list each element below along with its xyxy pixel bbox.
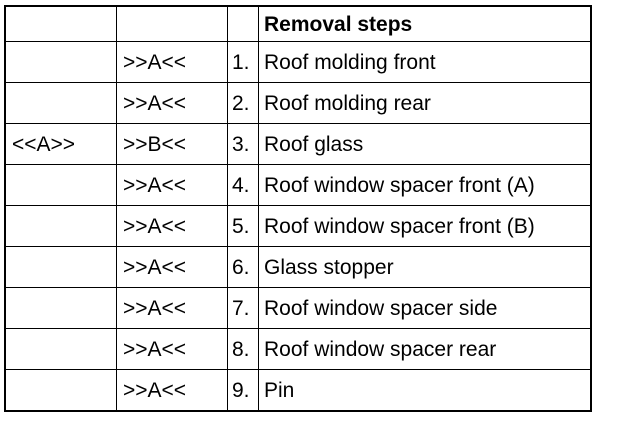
removal-ref-cell: >>A<< (116, 328, 228, 370)
step-number-cell: 5. (227, 205, 259, 247)
step-name-cell: Roof window spacer front (A) (258, 164, 592, 206)
install-ref-cell (4, 164, 117, 206)
header-cell-ref (116, 5, 228, 42)
step-number-cell: 3. (227, 123, 259, 165)
install-ref-cell: <<A>> (4, 123, 117, 165)
table-row: >>A<< 8. Roof window spacer rear (4, 328, 592, 370)
step-name-cell: Roof molding front (258, 41, 592, 83)
step-number-cell: 8. (227, 328, 259, 370)
install-ref-cell (4, 287, 117, 329)
step-name-cell: Pin (258, 369, 592, 412)
table-row: >>A<< 6. Glass stopper (4, 246, 592, 288)
table-row: >>A<< 9. Pin (4, 369, 592, 412)
step-name-cell: Roof window spacer rear (258, 328, 592, 370)
install-ref-cell (4, 246, 117, 288)
table-row: <<A>> >>B<< 3. Roof glass (4, 123, 592, 165)
header-cell-key (4, 5, 117, 42)
table-header-row: Removal steps (4, 5, 592, 42)
removal-ref-cell: >>B<< (116, 123, 228, 165)
removal-ref-cell: >>A<< (116, 369, 228, 412)
step-name-cell: Roof window spacer side (258, 287, 592, 329)
table-row: >>A<< 7. Roof window spacer side (4, 287, 592, 329)
step-number-cell: 7. (227, 287, 259, 329)
removal-ref-cell: >>A<< (116, 164, 228, 206)
install-ref-cell (4, 205, 117, 247)
removal-ref-cell: >>A<< (116, 41, 228, 83)
step-number-cell: 4. (227, 164, 259, 206)
step-number-cell: 1. (227, 41, 259, 83)
removal-ref-cell: >>A<< (116, 82, 228, 124)
table-row: >>A<< 2. Roof molding rear (4, 82, 592, 124)
removal-ref-cell: >>A<< (116, 287, 228, 329)
install-ref-cell (4, 41, 117, 83)
install-ref-cell (4, 328, 117, 370)
header-cell-num (227, 5, 259, 42)
step-name-cell: Roof glass (258, 123, 592, 165)
step-number-cell: 6. (227, 246, 259, 288)
table-row: >>A<< 5. Roof window spacer front (B) (4, 205, 592, 247)
step-name-cell: Roof molding rear (258, 82, 592, 124)
step-name-cell: Glass stopper (258, 246, 592, 288)
removal-ref-cell: >>A<< (116, 246, 228, 288)
step-name-cell: Roof window spacer front (B) (258, 205, 592, 247)
removal-steps-table: Removal steps >>A<< 1. Roof molding fron… (4, 5, 592, 412)
header-title: Removal steps (258, 5, 592, 42)
removal-ref-cell: >>A<< (116, 205, 228, 247)
step-number-cell: 2. (227, 82, 259, 124)
install-ref-cell (4, 369, 117, 412)
step-number-cell: 9. (227, 369, 259, 412)
table-row: >>A<< 4. Roof window spacer front (A) (4, 164, 592, 206)
table-row: >>A<< 1. Roof molding front (4, 41, 592, 83)
install-ref-cell (4, 82, 117, 124)
